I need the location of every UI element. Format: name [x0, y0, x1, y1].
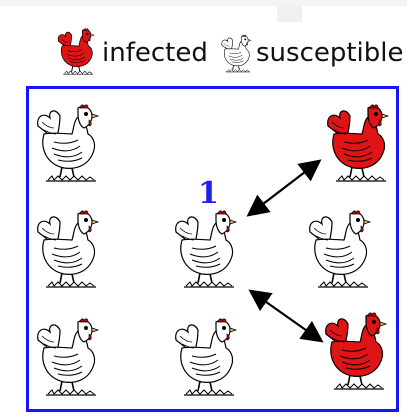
top-band: [0, 0, 407, 6]
legend-infected: infected: [56, 22, 206, 86]
hen-bottom-center: [172, 318, 242, 398]
hen-bottom-left: [34, 318, 104, 398]
susceptible-hen-icon: [220, 34, 254, 74]
hen-middle-right: [306, 210, 376, 290]
hen-top-right-infected: [324, 104, 394, 184]
legend-susceptible: susceptible: [220, 22, 400, 86]
bottom-strip: [0, 412, 407, 417]
legend-susceptible-label: susceptible: [256, 38, 404, 68]
hen-top-left: [34, 104, 104, 184]
top-notch: [277, 6, 302, 22]
legend-infected-label: infected: [102, 38, 208, 68]
hen-middle-left: [34, 210, 104, 290]
node-label: 1: [198, 176, 219, 211]
infected-hen-icon: [56, 28, 98, 76]
legend: infected susceptible: [0, 22, 407, 86]
hen-center: [172, 210, 242, 290]
hen-bottom-right-infected: [322, 312, 392, 392]
